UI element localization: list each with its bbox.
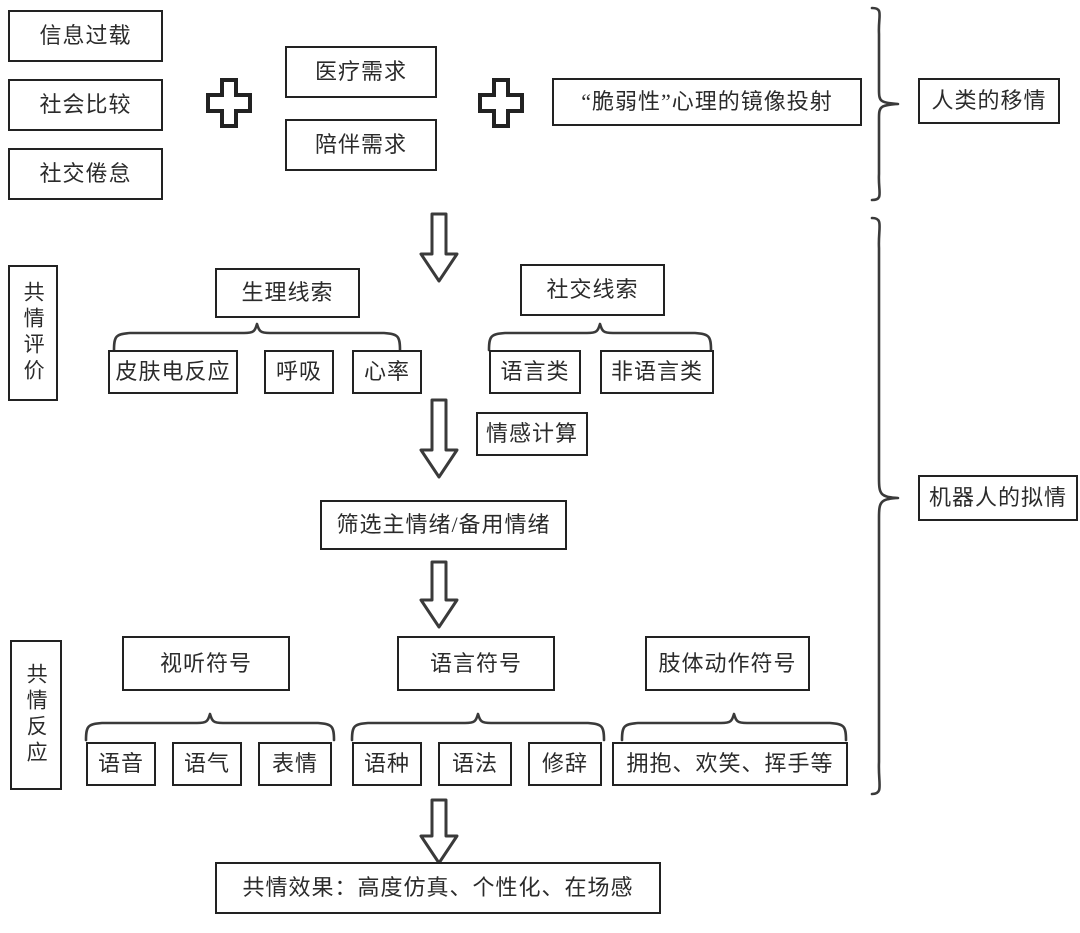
node-physiological-cues[interactable]: 生理线索 — [215, 268, 360, 318]
node-expression[interactable]: 表情 — [258, 742, 332, 786]
node-tone[interactable]: 语气 — [172, 742, 242, 786]
node-rhetoric[interactable]: 修辞 — [528, 742, 602, 786]
node-voice[interactable]: 语音 — [86, 742, 156, 786]
arrow-down-to-cues — [418, 212, 460, 284]
node-verbal[interactable]: 语言类 — [489, 350, 581, 394]
node-body-action-symbols[interactable]: 肢体动作符号 — [645, 636, 810, 691]
node-social-cues[interactable]: 社交线索 — [520, 264, 665, 316]
node-medical-need[interactable]: 医疗需求 — [285, 46, 437, 98]
node-respiration[interactable]: 呼吸 — [264, 350, 334, 394]
node-information-overload[interactable]: 信息过载 — [8, 10, 163, 62]
brace-robot-simulated-empathy — [868, 216, 902, 796]
node-hug-laugh-wave[interactable]: 拥抱、欢笑、挥手等 — [612, 742, 848, 786]
arrow-down-to-selector — [418, 398, 460, 480]
node-robot-simulated-empathy-result[interactable]: 机器人的拟情 — [918, 475, 1078, 521]
brace-human-empathy — [868, 6, 902, 202]
node-human-empathy-result[interactable]: 人类的移情 — [918, 78, 1060, 124]
arrow-down-to-symbols — [418, 560, 460, 630]
node-skin-conductance[interactable]: 皮肤电反应 — [108, 350, 238, 394]
arrow-down-to-outcome — [418, 798, 460, 866]
brace-physiological-children — [112, 322, 402, 352]
node-language-type[interactable]: 语种 — [352, 742, 422, 786]
node-audiovisual-symbols[interactable]: 视听符号 — [122, 636, 290, 691]
brace-body-action-children — [620, 712, 848, 742]
node-heart-rate[interactable]: 心率 — [352, 350, 422, 394]
node-linguistic-symbols[interactable]: 语言符号 — [397, 636, 555, 691]
node-social-fatigue[interactable]: 社交倦怠 — [8, 148, 163, 200]
node-empathy-outcome[interactable]: 共情效果：高度仿真、个性化、在场感 — [215, 862, 661, 914]
plus-operator-2 — [478, 78, 524, 128]
node-grammar[interactable]: 语法 — [438, 742, 512, 786]
node-vulnerability-mirror-projection[interactable]: “脆弱性”心理的镜像投射 — [552, 78, 862, 126]
brace-linguistic-children — [350, 712, 606, 742]
label-affective-computing: 情感计算 — [476, 412, 588, 456]
node-social-comparison[interactable]: 社会比较 — [8, 79, 163, 131]
brace-social-children — [487, 322, 713, 352]
node-emotion-selector[interactable]: 筛选主情绪/备用情绪 — [320, 500, 567, 550]
stage-label-empathy-response: 共情反应 — [10, 640, 62, 790]
brace-audiovisual-children — [84, 712, 336, 742]
node-nonverbal[interactable]: 非语言类 — [600, 350, 714, 394]
node-companionship-need[interactable]: 陪伴需求 — [285, 119, 437, 171]
stage-label-empathy-evaluation: 共情评价 — [8, 265, 58, 401]
plus-operator-1 — [206, 78, 252, 128]
